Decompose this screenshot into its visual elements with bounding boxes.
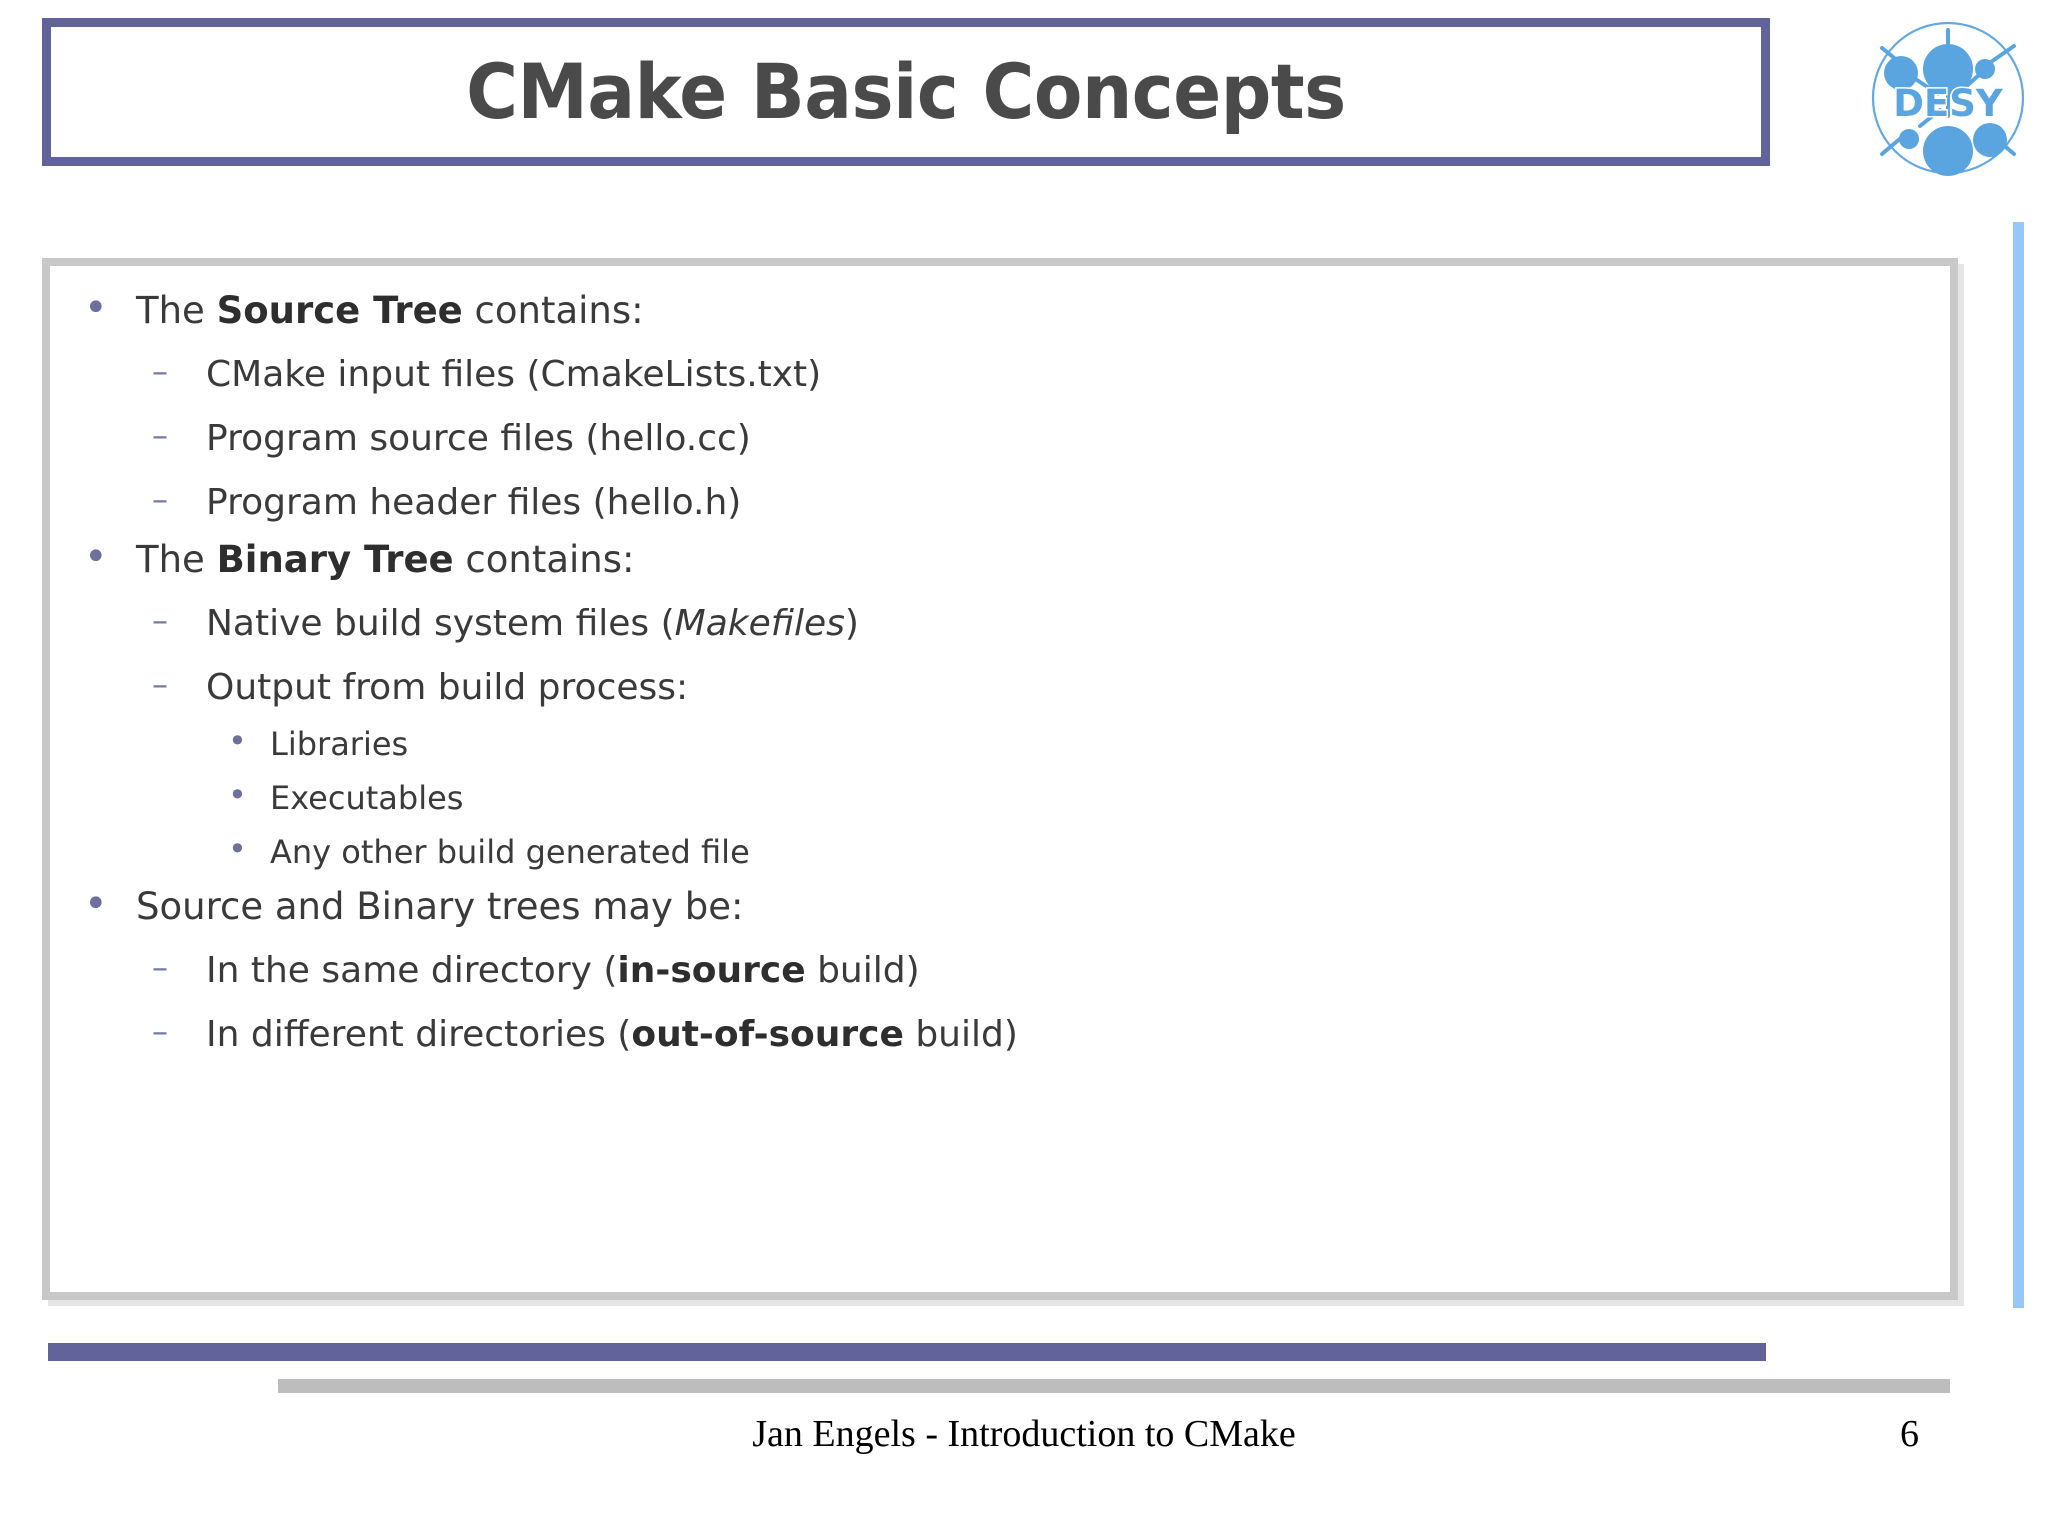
list-item: Native build system files (Makefiles) <box>70 603 1930 644</box>
bullet-text-pre: Any other build generated file <box>270 833 750 871</box>
list-item: Source and Binary trees may be: <box>70 884 1930 928</box>
list-item: The Source Tree contains: <box>70 288 1930 332</box>
list-item: Any other build generated file <box>70 833 1930 871</box>
footer-text: Jan Engels - Introduction to CMake <box>752 1413 1296 1455</box>
bullet-text-post: build) <box>903 1014 1018 1055</box>
list-item: Executables <box>70 779 1930 817</box>
bullet-text-bold: Binary Tree <box>216 538 454 581</box>
title-box: CMake Basic Concepts <box>42 18 1770 166</box>
desy-logo: DESY <box>1868 18 2028 178</box>
list-item: Program source files (hello.cc) <box>70 418 1930 459</box>
logo-wordmark: DESY <box>1893 82 2004 125</box>
bullet-text-pre: Source and Binary trees may be: <box>136 885 744 928</box>
bullet-text-pre: In different directories ( <box>206 1014 632 1055</box>
bullet-list: The Source Tree contains: CMake input fi… <box>70 288 1930 1055</box>
bullet-text-post: build) <box>805 950 920 991</box>
bullet-text-pre: In the same directory ( <box>206 950 618 991</box>
bullet-text-pre: Program header files (hello.h) <box>206 482 742 523</box>
logo-node-upper-right <box>1975 59 1995 79</box>
logo-node-upper-left <box>1884 56 1918 90</box>
bullet-text-pre: Output from build process: <box>206 667 689 708</box>
bullet-text-pre: The <box>136 538 217 581</box>
bullet-text-pre: Executables <box>270 779 464 817</box>
list-item: Output from build process: <box>70 667 1930 708</box>
logo-node-lower-left <box>1899 129 1919 149</box>
page-number: 6 <box>1900 1413 1919 1455</box>
content-box: The Source Tree contains: CMake input fi… <box>42 258 1958 1300</box>
desy-logo-svg: DESY <box>1871 21 2025 176</box>
list-item: In the same directory (in-source build) <box>70 950 1930 991</box>
right-accent-bar <box>2013 222 2024 1308</box>
list-item: In different directories (out-of-source … <box>70 1014 1930 1055</box>
bullet-text-bold: in-source <box>617 950 806 991</box>
bullet-text-post: ) <box>844 603 859 644</box>
page-title: CMake Basic Concepts <box>466 47 1346 136</box>
footer-gray-bar <box>278 1379 1950 1393</box>
logo-node-bottom <box>1923 126 1973 176</box>
list-item: Program header files (hello.h) <box>70 482 1930 523</box>
list-item: Libraries <box>70 725 1930 763</box>
bullet-text-bold: Source Tree <box>216 289 463 332</box>
bullet-text-pre: Native build system files ( <box>206 603 675 644</box>
bullet-text-pre: Program source files (hello.cc) <box>206 418 751 459</box>
bullet-text-pre: The <box>136 289 217 332</box>
logo-node-top <box>1923 44 1973 94</box>
footer-purple-bar <box>48 1343 1766 1361</box>
bullet-text-italic: Makefiles <box>674 603 845 644</box>
bullet-text-post: contains: <box>462 289 644 332</box>
bullet-text-post: contains: <box>453 538 635 581</box>
bullet-text-pre: CMake input files (CmakeLists.txt) <box>206 354 822 395</box>
bullet-text-pre: Libraries <box>270 725 409 763</box>
list-item: CMake input files (CmakeLists.txt) <box>70 354 1930 395</box>
list-item: The Binary Tree contains: <box>70 537 1930 581</box>
logo-node-lower-right <box>1973 123 2007 157</box>
bullet-text-bold: out-of-source <box>631 1014 904 1055</box>
